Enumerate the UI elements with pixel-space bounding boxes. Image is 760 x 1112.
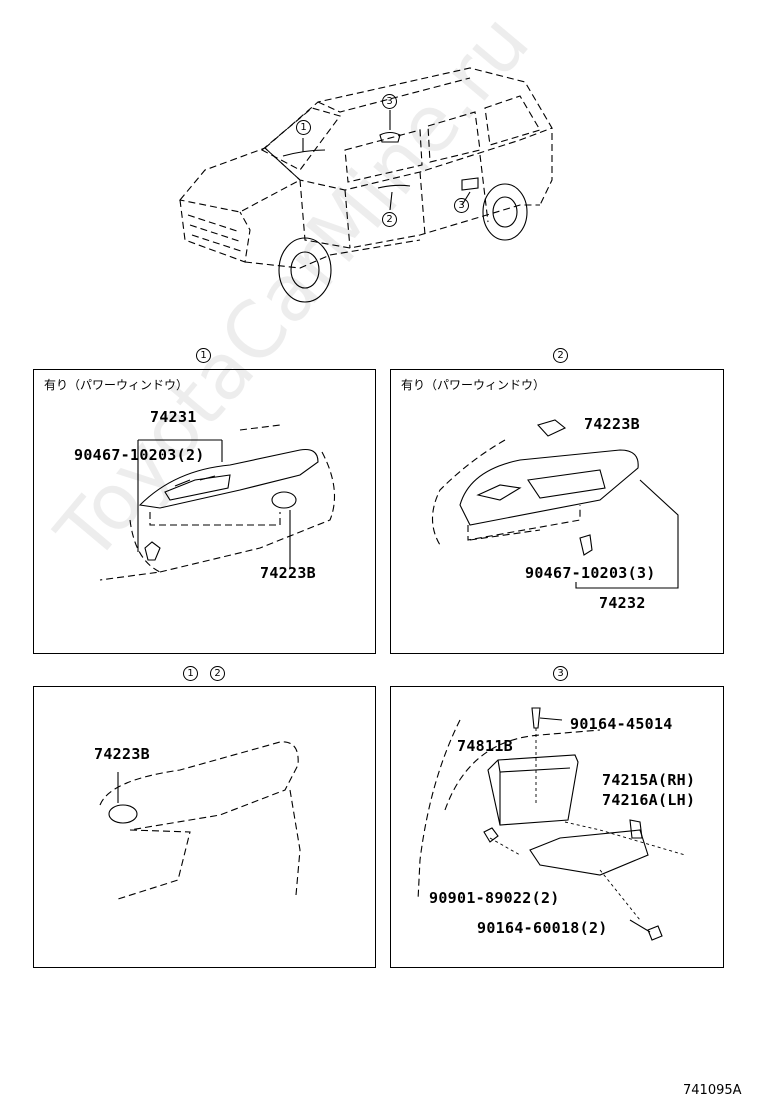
part-74232: 74232	[599, 594, 646, 612]
part-74231: 74231	[150, 408, 197, 426]
part-74223B-p3: 74223B	[94, 745, 150, 763]
part-74223B-p1: 74223B	[260, 564, 316, 582]
vehicle-callout-3-roof: 3	[382, 94, 397, 109]
figure-id: 741095A	[683, 1083, 742, 1098]
panel-2: 有り（パワーウィンドウ） 74223B 90467-10203(3) 74232	[390, 369, 724, 654]
panel2-condition: 有り（パワーウィンドウ）	[401, 378, 546, 392]
panel2-callout: 2	[553, 348, 568, 363]
part-90467-10203-p2: 90467-10203(3)	[525, 564, 656, 582]
part-74223B-p2: 74223B	[584, 415, 640, 433]
panel1-condition: 有り（パワーウィンドウ）	[44, 378, 189, 392]
panel-1: 有り（パワーウィンドウ） 74231 90467-10203(2) 74223B	[33, 369, 376, 654]
panel-3: 74223B	[33, 686, 376, 968]
panel3-callout-1: 1	[183, 666, 198, 681]
panel1-callout: 1	[196, 348, 211, 363]
vehicle-callout-2: 2	[382, 212, 397, 227]
part-74811B: 74811B	[457, 737, 513, 755]
panel-4: 90164-45014 74811B 74215A(RH) 74216A(LH)…	[390, 686, 724, 968]
panel4-callout: 3	[553, 666, 568, 681]
part-90901-89022: 90901-89022(2)	[429, 889, 560, 907]
panel3-callout-2: 2	[210, 666, 225, 681]
vehicle-callout-1: 1	[296, 120, 311, 135]
part-90467-10203-p1: 90467-10203(2)	[74, 446, 205, 464]
part-74215A-RH: 74215A(RH)	[602, 771, 696, 789]
vehicle-callout-3-rear: 3	[454, 198, 469, 213]
part-90164-60018: 90164-60018(2)	[477, 919, 608, 937]
part-74216A-LH: 74216A(LH)	[602, 791, 696, 809]
part-90164-45014: 90164-45014	[570, 715, 673, 733]
